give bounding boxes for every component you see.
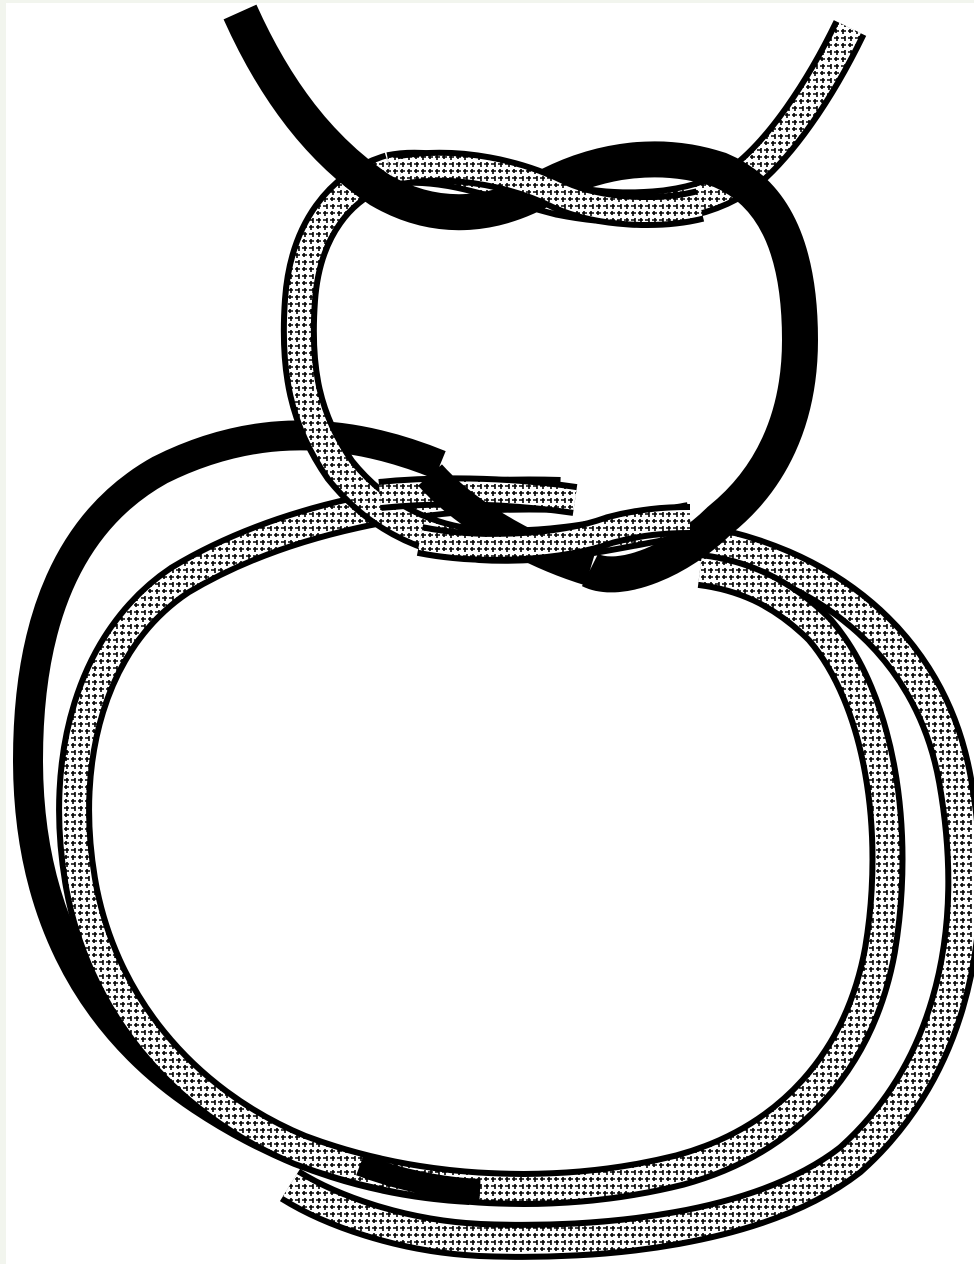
light-rope-lower-loops [74, 494, 964, 1240]
